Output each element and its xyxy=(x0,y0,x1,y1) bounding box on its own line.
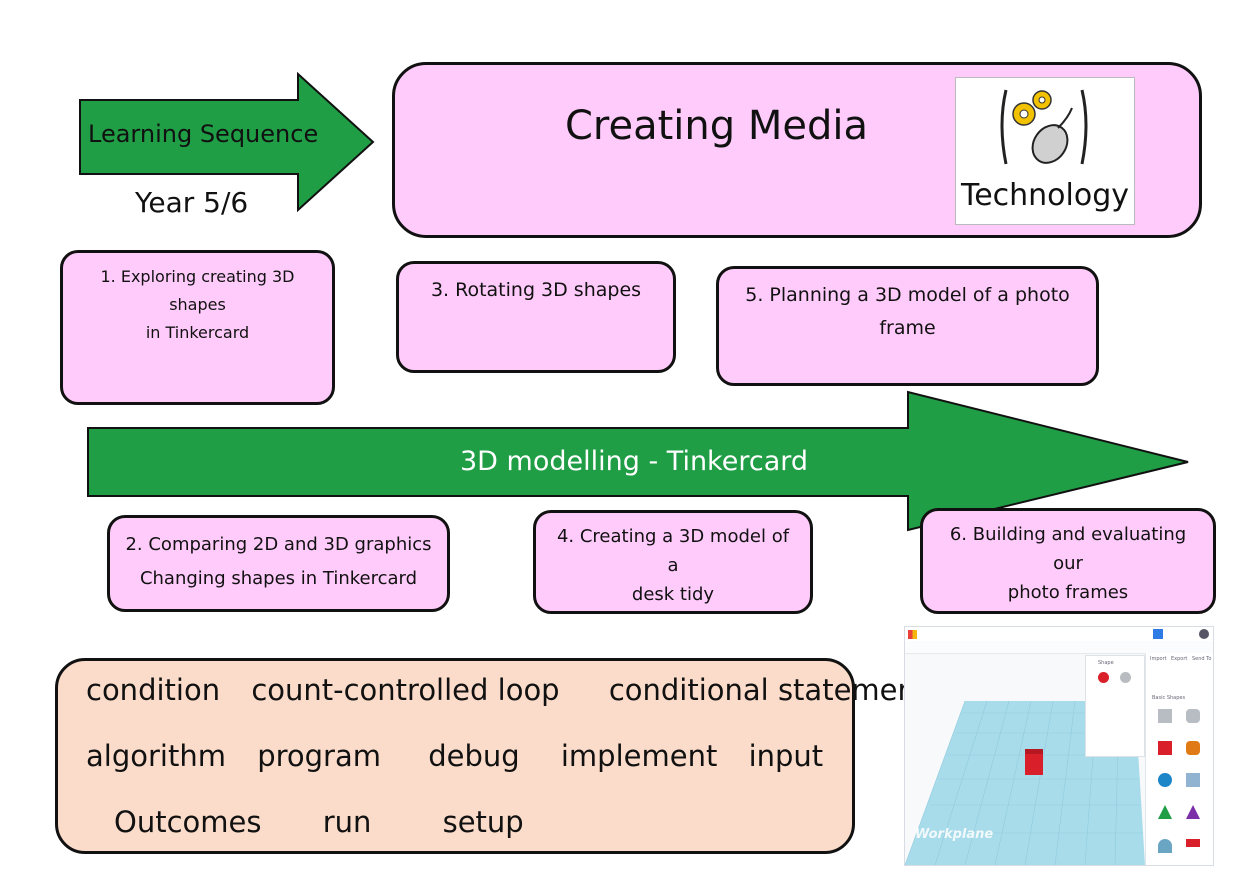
lesson-3-line1: 3. Rotating 3D shapes xyxy=(430,279,642,301)
workplane-label: Workplane xyxy=(915,827,994,842)
lesson-6-line2: photo frames xyxy=(1007,581,1129,603)
vocab-word: input xyxy=(748,739,824,773)
shape-roof-green[interactable] xyxy=(1158,805,1172,819)
lesson-4-line2: desk tidy xyxy=(631,583,715,605)
shape-box-red[interactable] xyxy=(1158,741,1172,755)
vocab-word: condition xyxy=(86,673,221,707)
vocab-word: run xyxy=(322,805,372,839)
unit-title-box: Creating Media Technology xyxy=(392,62,1202,238)
lesson-5-line1: 5. Planning a 3D model of a photo xyxy=(745,284,1070,306)
panel-tab-send-to[interactable]: Send To xyxy=(1192,656,1212,662)
shape-text-red[interactable] xyxy=(1186,839,1200,847)
lesson-1-line2: in Tinkercard xyxy=(145,323,250,342)
timeline-label: 3D modelling - Tinkercard xyxy=(460,446,809,477)
learning-sequence-arrow xyxy=(79,72,375,212)
tinkercad-screenshot: Workplane Shape Import Export Send To Ba… xyxy=(904,626,1214,866)
timeline-arrow xyxy=(87,390,1189,532)
vocab-word: program xyxy=(257,739,381,773)
lesson-6-line1: 6. Building and evaluating our xyxy=(949,524,1187,574)
shapes-panel: Import Export Send To Basic Shapes xyxy=(1145,653,1213,865)
lesson-1-line1: 1. Exploring creating 3D shapes xyxy=(100,267,295,314)
shape-roundroof-teal[interactable] xyxy=(1158,839,1172,853)
vocab-row-1: condition count-controlled loop conditio… xyxy=(86,673,927,707)
lesson-2-line2: Changing shapes in Tinkercard xyxy=(139,568,418,590)
panel-tab-export[interactable]: Export xyxy=(1171,656,1188,662)
sequence-title: Learning Sequence xyxy=(88,120,319,148)
tinkercad-logo-icon xyxy=(908,630,917,639)
unit-title: Creating Media xyxy=(565,103,869,149)
lesson-5-card: 5. Planning a 3D model of a photo frame xyxy=(716,266,1099,386)
lesson-3-card: 3. Rotating 3D shapes xyxy=(396,261,676,373)
vocab-word: setup xyxy=(442,805,524,839)
vocab-word: algorithm xyxy=(86,739,226,773)
tinkercad-titlebar xyxy=(905,627,1213,642)
badge-label: Technology xyxy=(960,178,1130,213)
lesson-6-card: 6. Building and evaluating our photo fra… xyxy=(920,508,1216,614)
lesson-2-line1: 2. Comparing 2D and 3D graphics xyxy=(125,534,432,555)
lesson-1-card: 1. Exploring creating 3D shapes in Tinke… xyxy=(60,250,335,405)
gear-mouse-icon xyxy=(1000,89,1088,165)
user-avatar-icon xyxy=(1199,629,1209,639)
vocabulary-box: condition count-controlled loop conditio… xyxy=(55,658,927,854)
shape-cylinder-gray[interactable] xyxy=(1186,709,1200,723)
shape-box-gray[interactable] xyxy=(1158,709,1172,723)
shape-sphere-blue[interactable] xyxy=(1158,773,1172,787)
vocab-word: count-controlled loop xyxy=(251,673,560,707)
shape-category[interactable]: Basic Shapes xyxy=(1152,695,1186,701)
lesson-5-line2: frame xyxy=(879,317,936,340)
grid-view-icon xyxy=(1153,629,1163,639)
vocab-word: conditional statement xyxy=(608,673,928,707)
vocab-word: Outcomes xyxy=(114,805,262,839)
shape-scribble[interactable] xyxy=(1186,773,1200,787)
solid-swatch[interactable] xyxy=(1098,672,1109,683)
vocab-row-3: Outcomes run setup xyxy=(114,805,524,839)
panel-tab-import[interactable]: Import xyxy=(1150,656,1167,662)
shape-cylinder-orange[interactable] xyxy=(1186,741,1200,755)
vocab-word: debug xyxy=(428,739,520,773)
lesson-4-card: 4. Creating a 3D model of a desk tidy xyxy=(533,510,813,614)
year-label: Year 5/6 xyxy=(135,186,249,219)
shape-inspector: Shape xyxy=(1085,655,1145,757)
technology-badge: Technology xyxy=(955,77,1135,225)
shape-cone-purple[interactable] xyxy=(1186,805,1200,819)
lesson-2-card: 2. Comparing 2D and 3D graphics Changing… xyxy=(107,515,450,612)
vocab-word: implement xyxy=(560,739,718,773)
vocab-row-2: algorithm program debug implement input xyxy=(86,739,823,773)
hole-swatch[interactable] xyxy=(1120,672,1131,683)
shape-inspector-title: Shape xyxy=(1098,660,1114,666)
lesson-4-line1: 4. Creating a 3D model of a xyxy=(556,526,790,576)
tinkercad-toolbar xyxy=(905,641,1213,654)
